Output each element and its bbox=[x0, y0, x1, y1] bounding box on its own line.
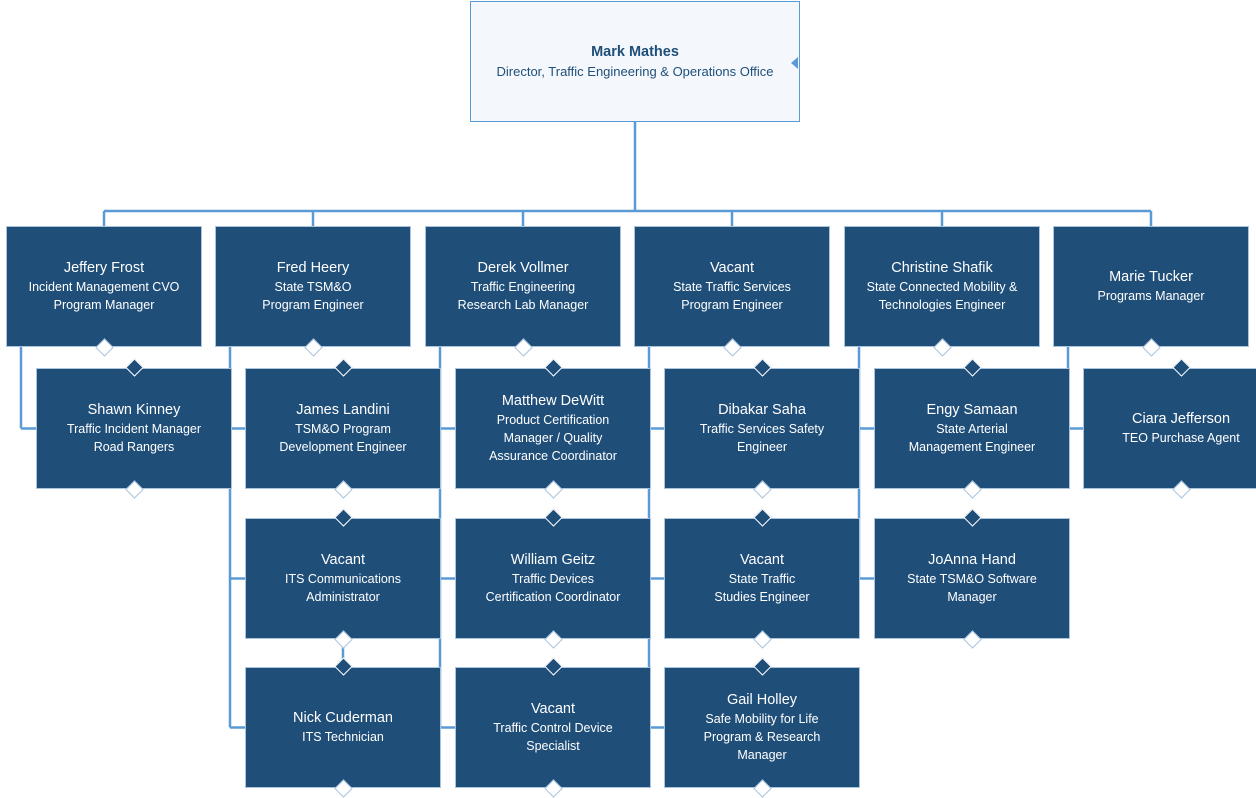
person-name: Shawn Kinney bbox=[87, 402, 181, 418]
person-name: Vacant bbox=[530, 701, 576, 717]
person-name: Gail Holley bbox=[726, 692, 798, 708]
person-name: Derek Vollmer bbox=[477, 260, 569, 276]
position-title: Traffic Engineering Research Lab Manager bbox=[457, 280, 589, 312]
position-title: ITS Technician bbox=[302, 730, 384, 744]
position-title: Incident Management CVO Program Manager bbox=[28, 280, 180, 312]
position-title: State Traffic Services Program Engineer bbox=[673, 280, 791, 312]
person-name: Fred Heery bbox=[276, 260, 350, 276]
person-name: James Landini bbox=[296, 402, 390, 418]
person-name: Engy Samaan bbox=[926, 402, 1018, 418]
org-node-director[interactable]: Mark Mathes Director, Traffic Engineerin… bbox=[470, 1, 800, 122]
position-title: Programs Manager bbox=[1097, 289, 1205, 303]
director-title: Director, Traffic Engineering & Operatio… bbox=[496, 64, 774, 79]
position-title: Traffic Control Device Specialist bbox=[493, 721, 613, 753]
person-name: William Geitz bbox=[510, 552, 596, 568]
position-title: State Connected Mobility & Technologies … bbox=[866, 280, 1018, 312]
position-title: Product Certification Manager / Quality … bbox=[489, 413, 617, 463]
person-name: Dibakar Saha bbox=[718, 402, 806, 418]
position-title: State TSM&O Program Engineer bbox=[262, 280, 364, 312]
position-title: State TSM&O Software Manager bbox=[907, 572, 1037, 604]
position-title: ITS Communications Administrator bbox=[284, 572, 401, 604]
position-title: Traffic Services Safety Engineer bbox=[699, 422, 825, 454]
position-title: TEO Purchase Agent bbox=[1122, 431, 1240, 445]
person-name: Christine Shafik bbox=[891, 260, 993, 276]
position-title: State Arterial Management Engineer bbox=[908, 422, 1036, 454]
position-title: Traffic Devices Certification Coordinato… bbox=[485, 572, 621, 604]
person-name: Vacant bbox=[320, 552, 366, 568]
person-name: Vacant bbox=[709, 260, 755, 276]
person-name: Ciara Jefferson bbox=[1131, 411, 1231, 427]
director-name: Mark Mathes bbox=[591, 44, 679, 60]
person-name: Matthew DeWitt bbox=[501, 393, 605, 409]
person-name: JoAnna Hand bbox=[928, 552, 1016, 568]
person-name: Nick Cuderman bbox=[293, 710, 393, 726]
position-title: TSM&O Program Development Engineer bbox=[279, 422, 407, 454]
position-title: State Traffic Studies Engineer bbox=[714, 572, 810, 604]
position-title: Traffic Incident Manager Road Rangers bbox=[66, 422, 202, 454]
person-name: Marie Tucker bbox=[1109, 269, 1193, 285]
person-name: Vacant bbox=[739, 552, 785, 568]
position-title: Safe Mobility for Life Program & Researc… bbox=[703, 712, 821, 762]
expand-handle-icon[interactable] bbox=[791, 57, 798, 69]
person-name: Jeffery Frost bbox=[63, 260, 145, 276]
